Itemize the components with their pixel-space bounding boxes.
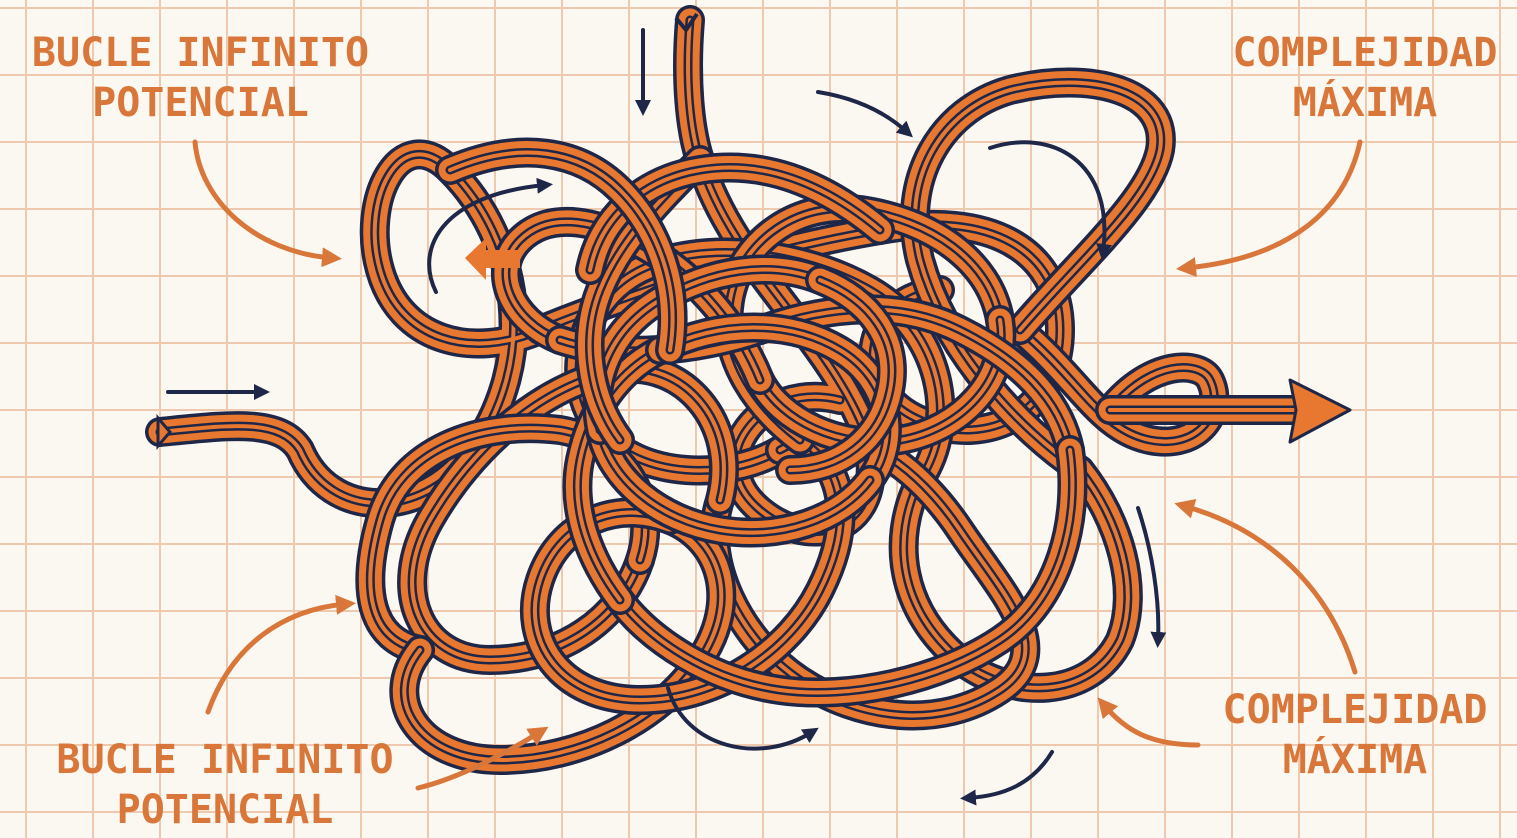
label-line: POTENCIAL bbox=[8, 78, 393, 128]
flow-arrow-icon bbox=[968, 752, 1052, 798]
flow-arrow-icon bbox=[818, 92, 907, 132]
callout-arrow-icon bbox=[195, 142, 332, 258]
label-line: POTENCIAL bbox=[30, 785, 420, 835]
label-bucle-infinito-bottom-left: BUCLE INFINITO POTENCIAL bbox=[30, 735, 420, 835]
callout-arrow-icon bbox=[1186, 142, 1360, 268]
exit-arrow-icon bbox=[1290, 380, 1350, 442]
label-line: MÁXIMA bbox=[1215, 78, 1515, 128]
label-line: MÁXIMA bbox=[1200, 735, 1510, 785]
label-complejidad-bottom-right: COMPLEJIDAD MÁXIMA bbox=[1200, 685, 1510, 785]
tangled-rope bbox=[160, 20, 1300, 760]
label-line: COMPLEJIDAD bbox=[1215, 28, 1515, 78]
label-complejidad-top-right: COMPLEJIDAD MÁXIMA bbox=[1215, 28, 1515, 128]
label-line: BUCLE INFINITO bbox=[8, 28, 393, 78]
callout-arrow-icon bbox=[1104, 705, 1198, 745]
label-line: COMPLEJIDAD bbox=[1200, 685, 1510, 735]
callout-arrow-icon bbox=[1184, 506, 1355, 672]
label-bucle-infinito-top-left: BUCLE INFINITO POTENCIAL bbox=[8, 28, 393, 128]
callout-arrow-icon bbox=[208, 604, 346, 712]
label-line: BUCLE INFINITO bbox=[30, 735, 420, 785]
